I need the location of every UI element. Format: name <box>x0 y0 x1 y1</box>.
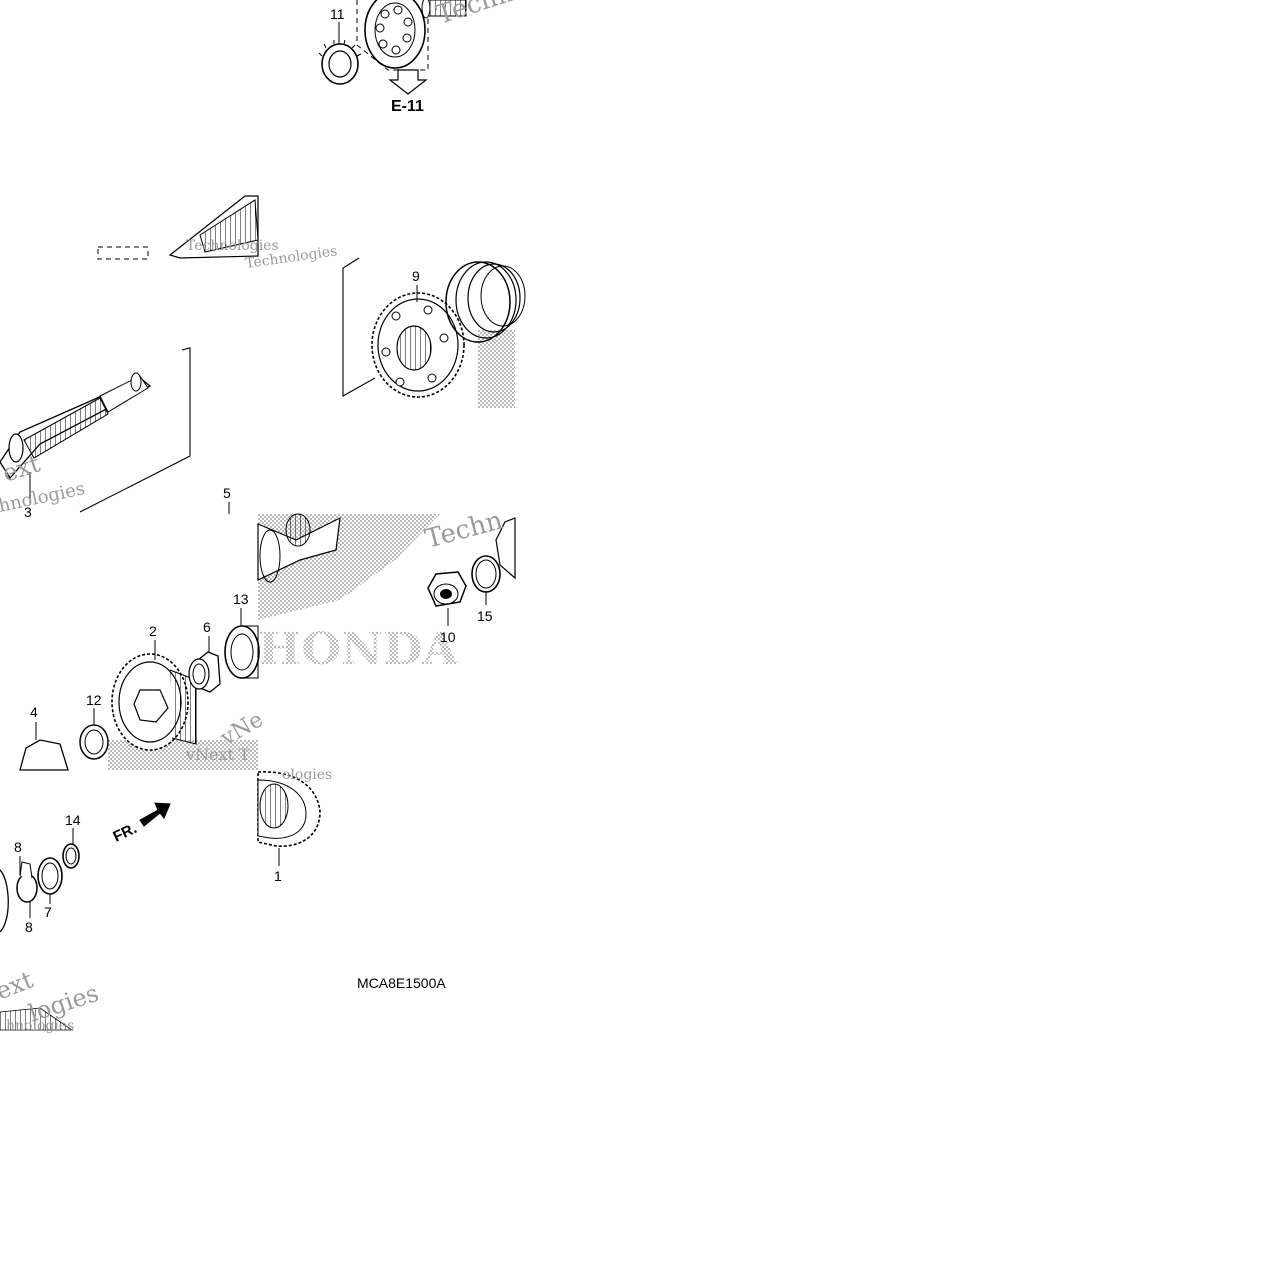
callout-11: 11 <box>330 6 345 22</box>
tile-clips: 8 8 7 14 FR. 1 ologies <box>0 767 332 935</box>
callout-8: 8 <box>25 919 33 935</box>
tile-gear-9: 9 Technologies <box>244 243 526 408</box>
callout-4: 4 <box>30 704 38 720</box>
cotter-8 <box>16 861 38 903</box>
bearing-13 <box>224 625 260 679</box>
callout-3: 3 <box>24 504 32 520</box>
callout-15: 15 <box>477 608 493 624</box>
watermark-text: hnologies <box>6 1018 74 1034</box>
watermark-text: Techn <box>422 505 506 554</box>
tile-main-shaft: 3 ext hnologies 5 <box>0 347 231 520</box>
front-direction-arrow: FR. <box>111 802 171 846</box>
gear-9 <box>371 292 465 398</box>
tile-gear-2: 4 12 2 6 13 vNex <box>19 591 268 771</box>
callout-10: 10 <box>440 629 456 645</box>
ring-7 <box>37 857 63 895</box>
callout-1: 1 <box>274 868 282 884</box>
honda-logo: HONDA <box>258 624 459 675</box>
callout-8: 8 <box>14 839 22 855</box>
tile-honda-logo: HONDA 10 15 Techn <box>257 505 516 675</box>
main-shaft-3 <box>0 372 152 480</box>
washer-15 <box>471 555 501 593</box>
watermark-text: ologies <box>282 767 332 783</box>
gear-1 <box>257 771 321 847</box>
callout-12: 12 <box>86 692 102 708</box>
front-label: FR. <box>111 820 140 846</box>
callout-13: 13 <box>233 591 249 607</box>
spring-clutch <box>445 261 526 343</box>
flange-nut-10 <box>427 571 467 607</box>
callout-2: 2 <box>149 623 157 639</box>
callout-14: 14 <box>65 812 81 828</box>
ball-bearing <box>364 0 426 69</box>
washer-12 <box>79 724 109 760</box>
ref-marker-label: E-11 <box>391 98 424 115</box>
callout-6: 6 <box>203 619 211 635</box>
callout-7: 7 <box>44 904 52 920</box>
callout-9: 9 <box>412 268 420 284</box>
tile-left-upper: Technologies <box>97 195 279 260</box>
tile-top-center: E-11 11 Techno <box>318 0 532 115</box>
circlip-14 <box>62 843 80 869</box>
callout-5: 5 <box>223 485 231 501</box>
nut-11 <box>318 39 362 85</box>
tile-bottom-fragment: ext logies hnologies <box>0 965 102 1034</box>
watermark-text: vNext T <box>185 745 250 764</box>
watermark-text: Technologies <box>186 238 279 254</box>
gear-2 <box>111 653 197 751</box>
watermark-text: Techno <box>433 0 532 31</box>
bushing-6 <box>188 651 221 693</box>
figure-code: MCA8E1500A <box>357 975 446 991</box>
